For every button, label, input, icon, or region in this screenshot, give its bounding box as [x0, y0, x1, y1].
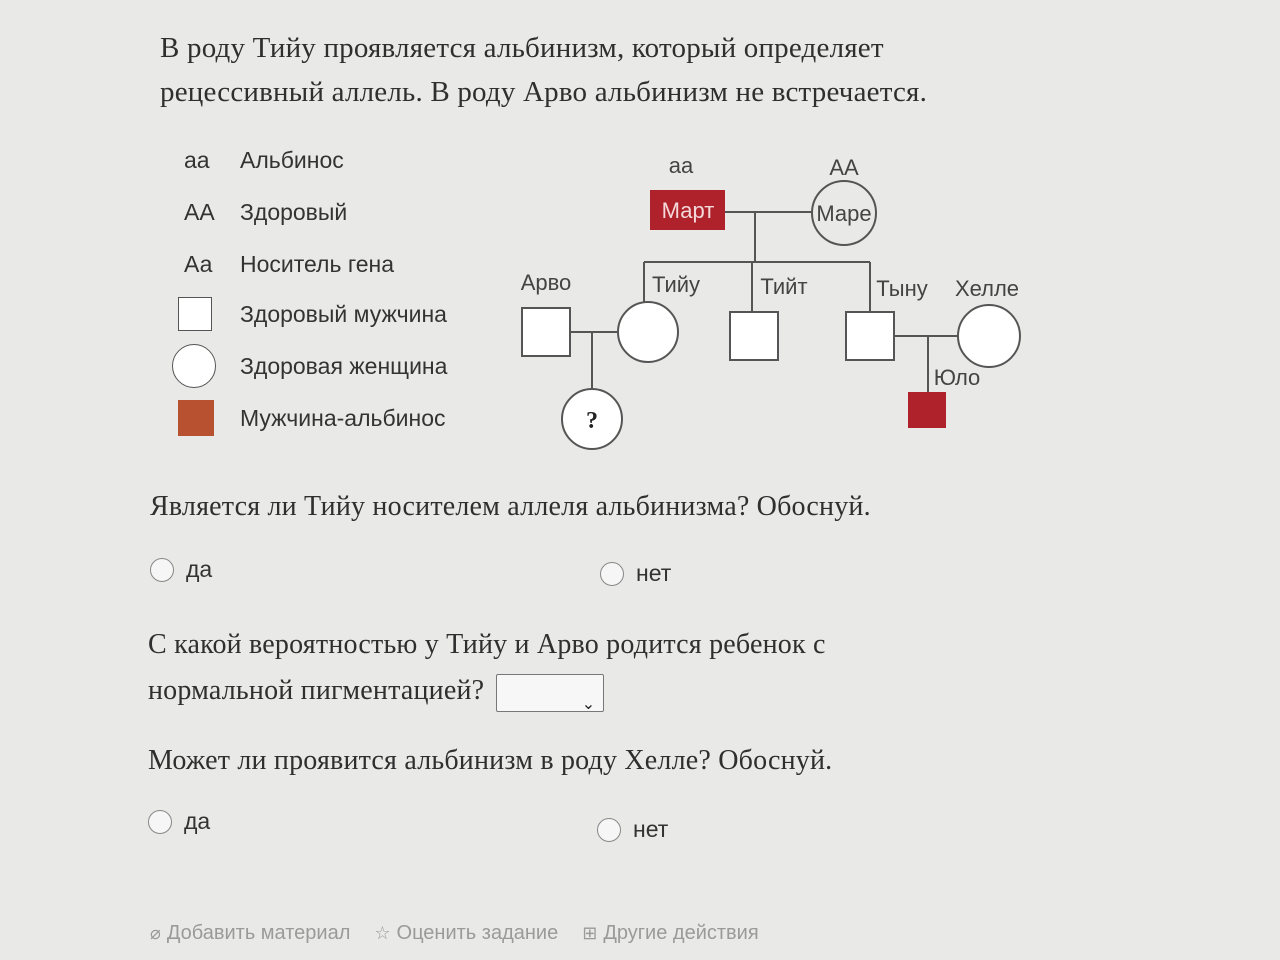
- q3-no-option[interactable]: нет: [597, 816, 668, 843]
- radio-icon[interactable]: [148, 809, 172, 834]
- arvo-square: [521, 307, 571, 357]
- legend-symbol: [170, 297, 240, 331]
- paperclip-icon: ⌀: [150, 923, 161, 944]
- mart-square: [650, 190, 725, 230]
- legend-label: Здоровый: [240, 198, 348, 225]
- legend-row-carrier: Аа Носитель гена: [170, 244, 394, 284]
- legend-code: Аа: [184, 250, 213, 277]
- legend-row-healthy-male: Здоровый мужчина: [170, 294, 447, 334]
- q1-no-label: нет: [636, 560, 672, 586]
- mare-genotype: АА: [829, 155, 859, 180]
- q1-yes-label: да: [186, 556, 213, 582]
- radio-icon[interactable]: [150, 557, 174, 582]
- question-2-line-2-text: нормальной пигментацией?: [148, 675, 485, 706]
- ulo-label: Юло: [934, 365, 981, 390]
- helle-label: Хелле: [955, 276, 1019, 301]
- legend-label: Носитель гена: [240, 250, 395, 277]
- other-actions-label: Другие действия: [603, 922, 759, 944]
- tiit-label: Тийт: [760, 274, 807, 299]
- question-2: С какой вероятностью у Тийу и Арво родит…: [148, 622, 826, 714]
- other-actions-link[interactable]: ⊞ Другие действия: [582, 922, 758, 945]
- tiiu-circle: [617, 301, 679, 363]
- pedigree-svg: аа АА Март Маре Арво Тийу Тийт Тыну Хелл…: [521, 153, 1021, 450]
- question-2-line-2: нормальной пигментацией? ⌄: [148, 668, 826, 714]
- rate-task-link[interactable]: ☆ Оценить задание: [374, 922, 558, 945]
- tiiu-label: Тийу: [652, 272, 700, 297]
- legend-label: Здоровая женщина: [240, 352, 448, 379]
- pedigree-chart: аа АА Март Маре Арво Тийу Тийт Тыну Хелл…: [500, 140, 1060, 470]
- mart-name: Март: [662, 198, 715, 223]
- legend-symbol: [170, 344, 240, 388]
- tiit-square: [729, 311, 779, 361]
- legend-code: аа: [184, 146, 210, 173]
- ulo-square: [908, 392, 946, 428]
- mare-name: Маре: [816, 201, 871, 226]
- chevron-down-icon: ⌄: [581, 693, 596, 713]
- plus-box-icon: ⊞: [582, 923, 598, 944]
- q1-no-option[interactable]: нет: [600, 560, 671, 587]
- helle-circle: [957, 304, 1021, 368]
- question-3: Может ли проявится альбинизм в роду Хелл…: [148, 745, 833, 776]
- radio-icon[interactable]: [600, 561, 624, 586]
- legend-row-albino: аа Альбинос: [170, 140, 344, 180]
- intro-line-1: В роду Тийу проявляется альбинизм, котор…: [160, 32, 884, 64]
- question-2-line-1: С какой вероятностью у Тийу и Арво родит…: [148, 629, 826, 660]
- probability-select[interactable]: ⌄: [496, 673, 605, 713]
- star-icon: ☆: [374, 923, 391, 944]
- legend-code: АА: [184, 198, 215, 225]
- circle-symbol-icon: [172, 344, 216, 388]
- q3-yes-option[interactable]: да: [148, 808, 210, 835]
- square-symbol-icon: [178, 297, 212, 331]
- mart-genotype: аа: [669, 153, 694, 178]
- tynu-label: Тыну: [876, 276, 927, 301]
- legend-label: Здоровый мужчина: [240, 300, 447, 327]
- task-intro: В роду Тийу проявляется альбинизм, котор…: [160, 26, 1060, 114]
- legend-row-healthy-female: Здоровая женщина: [170, 344, 448, 388]
- mare-circle: [811, 180, 877, 246]
- intro-line-2: рецессивный аллель. В роду Арво альбиниз…: [160, 76, 928, 108]
- legend-row-albino-male: Мужчина-альбинос: [170, 398, 446, 438]
- legend-label: Мужчина-альбинос: [240, 404, 446, 431]
- q3-no-label: нет: [633, 816, 669, 842]
- add-material-label: Добавить материал: [166, 922, 351, 944]
- q3-yes-label: да: [184, 808, 211, 834]
- tynu-square: [845, 311, 895, 361]
- legend-symbol: [170, 400, 240, 436]
- albino-square-symbol-icon: [178, 400, 214, 436]
- legend-label: Альбинос: [240, 146, 344, 173]
- rate-task-label: Оценить задание: [396, 922, 559, 944]
- unknown-child-mark: ?: [586, 408, 598, 434]
- q1-yes-option[interactable]: да: [150, 556, 212, 583]
- arvo-label: Арво: [521, 270, 572, 295]
- radio-icon[interactable]: [597, 817, 621, 842]
- footer-actions: ⌀ Добавить материал ☆ Оценить задание ⊞ …: [150, 922, 759, 945]
- unknown-child-circle: [561, 388, 623, 450]
- question-1: Является ли Тийу носителем аллеля альбин…: [150, 491, 871, 522]
- legend-row-healthy: АА Здоровый: [170, 192, 347, 232]
- add-material-link[interactable]: ⌀ Добавить материал: [150, 922, 350, 945]
